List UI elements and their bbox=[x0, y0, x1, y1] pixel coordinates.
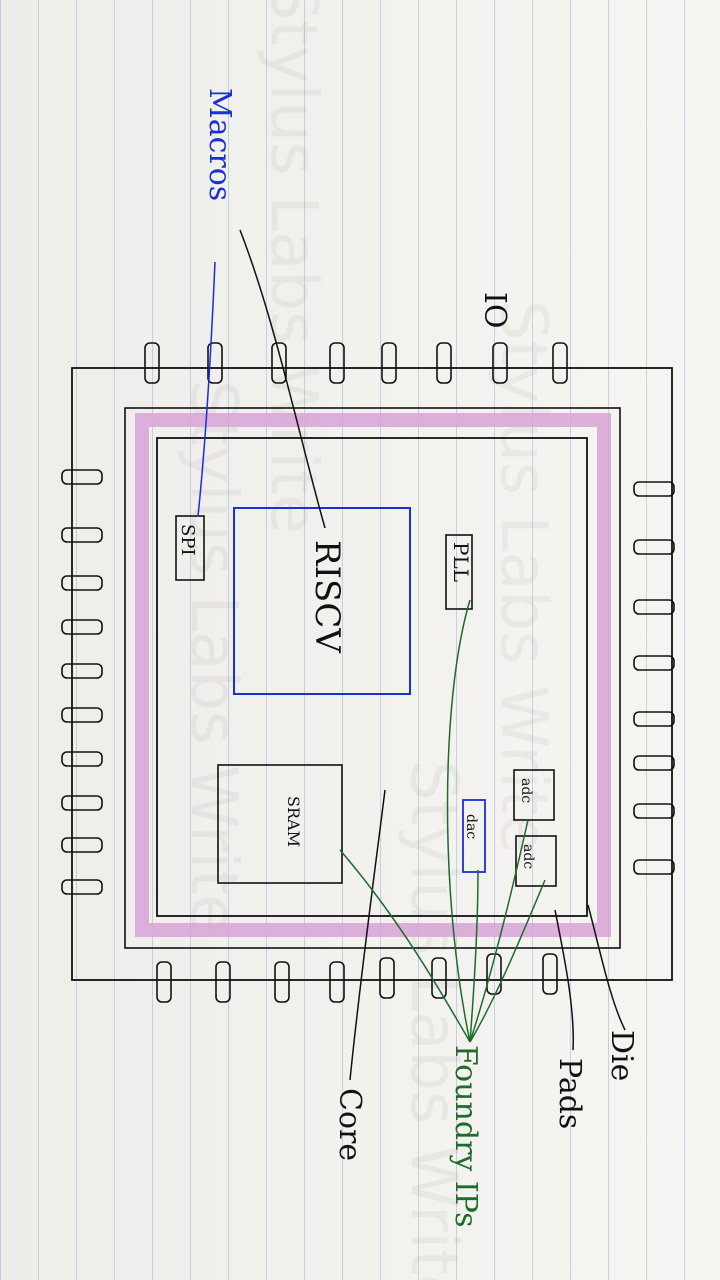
macros-label: Macros bbox=[202, 88, 237, 201]
pad-ring bbox=[125, 408, 620, 948]
foundry-ips-label: Foundry IPs bbox=[448, 1045, 483, 1228]
pads-bottom bbox=[157, 954, 557, 1002]
sram-label: SRAM bbox=[284, 796, 303, 847]
adc-label-2: adc bbox=[520, 844, 536, 869]
die-label: Die bbox=[604, 1030, 639, 1081]
pads-right bbox=[634, 482, 674, 874]
pads-left bbox=[62, 470, 102, 894]
dac-label: dac bbox=[463, 814, 479, 839]
core-label: Core bbox=[332, 1088, 367, 1161]
foundry-ips-leaders bbox=[340, 600, 545, 1042]
macros-leader-spi bbox=[198, 262, 215, 516]
spi-label: SPI bbox=[177, 524, 198, 556]
pads-label: Pads bbox=[552, 1058, 587, 1129]
pll-label: PLL bbox=[449, 542, 473, 582]
io-label: IO bbox=[477, 292, 512, 328]
riscv-label: RISCV bbox=[307, 540, 347, 654]
sram-block bbox=[218, 765, 342, 883]
macros-leader-riscv bbox=[240, 230, 325, 528]
adc-label-1: adc bbox=[518, 778, 534, 803]
